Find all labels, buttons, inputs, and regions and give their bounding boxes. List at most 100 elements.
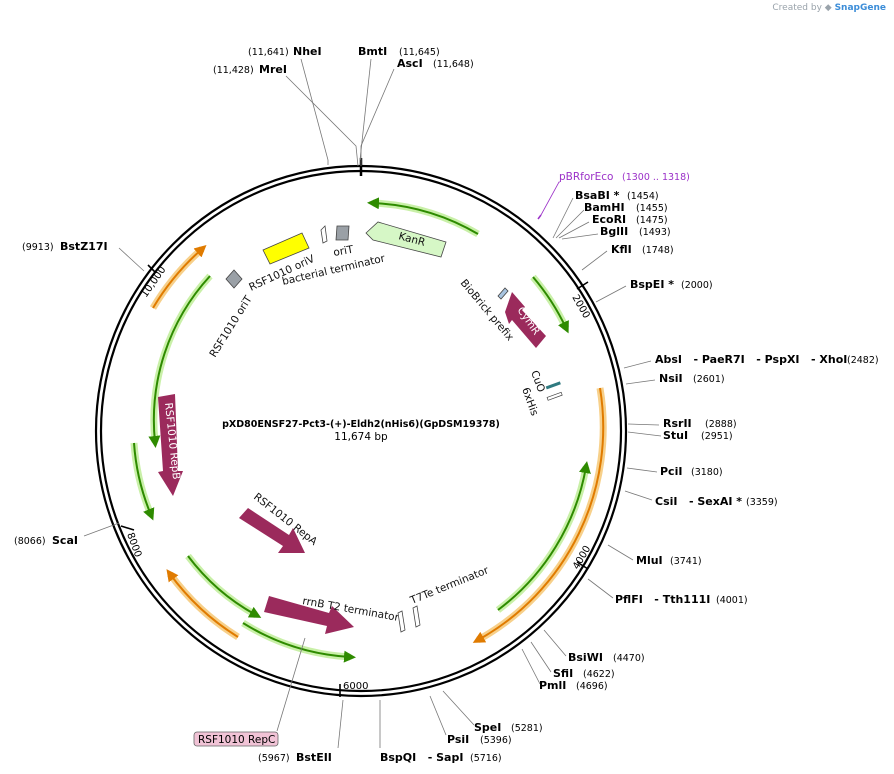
rsf-repc-callout[interactable]: RSF1010 RepC xyxy=(193,731,279,747)
site-mlui-pos: (3741) xyxy=(670,556,702,567)
rsf-orit-feature[interactable] xyxy=(225,269,243,289)
biobrick-feature[interactable] xyxy=(497,287,509,300)
site-ecori-pos: (1475) xyxy=(636,215,668,226)
leader-bsteii xyxy=(337,699,344,749)
site-mrei-pos: (11,428) xyxy=(213,65,254,76)
tick-10000 xyxy=(147,264,157,274)
leader-nhei xyxy=(300,58,329,165)
cymr-feature[interactable] xyxy=(505,292,546,348)
orf-right-green[interactable] xyxy=(497,461,591,611)
site-mrei-name[interactable]: MreI xyxy=(259,63,287,76)
leader-bglii xyxy=(561,233,599,240)
site-absi-pos: (2482) xyxy=(847,355,879,366)
leader-stui xyxy=(627,431,662,437)
site-bamhi-name[interactable]: BamHI xyxy=(584,201,625,214)
primer-pbrforeco[interactable]: pBRforEco (1300 .. 1318) xyxy=(537,171,690,220)
site-ecori-name[interactable]: EcoRI xyxy=(592,213,626,226)
site-spei-name[interactable]: SpeI xyxy=(474,721,501,734)
rsf-oriv-feature[interactable] xyxy=(262,232,310,265)
leader-absi xyxy=(623,360,652,369)
site-pmli-name[interactable]: PmlI xyxy=(539,679,566,692)
site-csii-name[interactable]: CsiI - SexAI * xyxy=(655,495,742,508)
site-nhei-name[interactable]: NheI xyxy=(293,45,322,58)
orf-bottom[interactable] xyxy=(242,622,356,663)
orit-feature[interactable] xyxy=(335,225,350,241)
site-bsteii-name[interactable]: BstEII xyxy=(296,751,332,764)
site-pflfi-pos: (4001) xyxy=(716,595,748,606)
bact-term-feature[interactable] xyxy=(320,225,328,244)
primer-mark xyxy=(537,214,542,220)
rsf-repc-box xyxy=(193,731,279,747)
leader-bsiwi xyxy=(543,629,567,657)
orf-bottom-left-green[interactable] xyxy=(187,555,262,618)
cuo-feature[interactable] xyxy=(545,381,561,390)
rsf-repa-feature[interactable] xyxy=(239,508,305,553)
primer-name: pBRforEco xyxy=(559,171,613,183)
site-rsrii-pos: (2888) xyxy=(705,419,737,430)
site-bsiwi-pos: (4470) xyxy=(613,653,645,664)
site-bstz17i-name[interactable]: BstZ17I xyxy=(60,240,108,253)
rsf-orit-label: RSF1010 oriT xyxy=(207,293,255,359)
site-pflfi-name[interactable]: PflFI - Tth111I xyxy=(615,593,710,606)
site-scai-pos: (8066) xyxy=(14,536,46,547)
site-mlui-name[interactable]: MluI xyxy=(636,554,663,567)
rrnb-t2-feature[interactable] xyxy=(264,596,354,634)
site-nsii-pos: (2601) xyxy=(693,374,725,385)
site-bspqi-name[interactable]: BspQI - SapI xyxy=(380,751,463,764)
snapgene-name: SnapGene xyxy=(834,3,886,13)
site-bglii-name[interactable]: BglII xyxy=(600,225,628,238)
created-by-text: Created by xyxy=(772,3,822,13)
leader-bamhi xyxy=(555,209,585,239)
site-absi-name[interactable]: AbsI - PaeR7I - PspXI - XhoI xyxy=(655,353,847,366)
orf-top[interactable] xyxy=(367,197,479,235)
site-psii-name[interactable]: PsiI xyxy=(447,733,469,746)
site-nhei-pos: (11,641) xyxy=(248,47,289,58)
plasmid-title: pXD80ENSF27-Pct3-(+)-Eldh2(nHis6)(GpDSM1… xyxy=(222,419,500,443)
tick-label-6000: 6000 xyxy=(343,681,368,692)
his6-feature[interactable] xyxy=(546,391,563,401)
site-scai-name[interactable]: ScaI xyxy=(52,534,78,547)
leader-pflfi xyxy=(587,578,614,599)
site-bsabi-name[interactable]: BsaBI * xyxy=(575,189,620,202)
tick-2000 xyxy=(576,281,589,290)
site-sfii-name[interactable]: SfiI xyxy=(553,667,573,680)
site-rsrii-name[interactable]: RsrII xyxy=(663,417,692,430)
t7te-feature-a[interactable] xyxy=(397,610,406,633)
site-stui-name[interactable]: StuI xyxy=(663,429,688,442)
orf-bottom-left-orange[interactable] xyxy=(166,569,239,638)
orf-right-upper[interactable] xyxy=(532,276,569,334)
site-bmti-name[interactable]: BmtI xyxy=(358,45,387,58)
orf-right-orange[interactable] xyxy=(472,387,605,643)
plasmid-name: pXD80ENSF27-Pct3-(+)-Eldh2(nHis6)(GpDSM1… xyxy=(222,419,500,430)
site-csii-pos: (3359) xyxy=(746,497,778,508)
t7te-label: T7Te terminator xyxy=(408,564,491,607)
site-bsiwi-name[interactable]: BsiWI xyxy=(568,651,603,664)
site-asci-name[interactable]: AscI xyxy=(397,57,423,70)
leader-pmli xyxy=(521,648,541,685)
orf-left-small-halo xyxy=(130,442,155,517)
site-bspei-name[interactable]: BspEI * xyxy=(630,278,674,291)
site-leaders xyxy=(83,58,662,749)
leader-spei xyxy=(442,690,475,726)
orf-arcs xyxy=(130,197,607,663)
site-psii-pos: (5396) xyxy=(480,735,512,746)
site-pcii-name[interactable]: PciI xyxy=(660,465,682,478)
orf-left-small[interactable] xyxy=(133,442,155,521)
t7te-feature-b[interactable] xyxy=(412,605,421,628)
leader-asci xyxy=(360,68,395,166)
site-nsii-name[interactable]: NsiI xyxy=(659,372,683,385)
orf-bottom-left-orange-halo xyxy=(167,571,240,640)
site-stui-pos: (2951) xyxy=(701,431,733,442)
rsf-repb-feature[interactable] xyxy=(158,394,183,496)
orf-left-large[interactable] xyxy=(148,275,211,448)
kanr-feature[interactable] xyxy=(365,221,447,258)
orf-upper-left-orange[interactable] xyxy=(152,245,207,309)
orf-right-upper-halo xyxy=(530,274,570,330)
orit-label: oriT xyxy=(332,244,354,259)
plasmid-length: 11,674 bp xyxy=(334,431,388,443)
leader-ecori xyxy=(558,221,590,239)
site-kfli-name[interactable]: KflI xyxy=(611,243,632,256)
site-bmti-pos: (11,645) xyxy=(399,47,440,58)
snapgene-logo-icon: ◆ xyxy=(824,3,832,13)
